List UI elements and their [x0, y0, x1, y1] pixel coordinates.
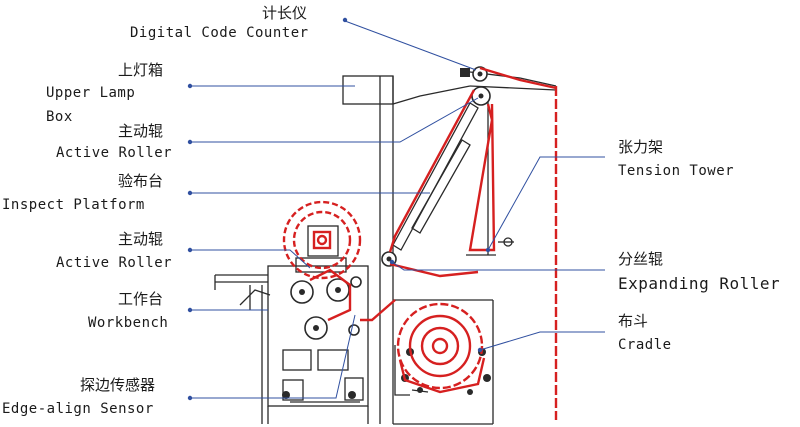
- inspect-platform-zh: 验布台: [118, 172, 164, 190]
- active-roller-bottom-en: Active Roller: [56, 255, 173, 271]
- edge-align-sensor-zh: 探边传感器: [80, 376, 156, 394]
- expanding-roller-zh: 分丝辊: [618, 250, 664, 268]
- active-roller-top-zh: 主动辊: [118, 122, 164, 140]
- machine-frame: [214, 71, 557, 425]
- workbench-en: Workbench: [88, 315, 169, 331]
- expanding-roller-en: Expanding Roller: [618, 274, 781, 293]
- edge-align-sensor-en: Edge-align Sensor: [2, 401, 154, 417]
- tension-tower-en: Tension Tower: [618, 163, 735, 179]
- active-roller-bottom-zh: 主动辊: [118, 230, 164, 248]
- active-roller-top-en: Active Roller: [56, 145, 173, 161]
- cradle-roll: [396, 302, 486, 394]
- cradle-zh: 布斗: [618, 312, 649, 330]
- upper-lamp-box-en-line1: Upper Lamp: [46, 85, 136, 101]
- inspect-platform-en: Inspect Platform: [2, 197, 145, 213]
- leader-lines: [187, 17, 605, 401]
- upper-lamp-box-zh: 上灯箱: [118, 61, 164, 79]
- workbench-zh: 工作台: [118, 290, 164, 308]
- supply-roll: [282, 200, 362, 280]
- digital-code-counter-en: Digital Code Counter: [130, 25, 309, 41]
- upper-lamp-box-shape: [342, 75, 394, 105]
- digital-code-counter-zh: 计长仪: [262, 4, 308, 22]
- cradle-en: Cradle: [618, 337, 672, 353]
- upper-lamp-box-en-line2: Box: [46, 109, 73, 125]
- tension-tower-zh: 张力架: [618, 138, 664, 156]
- fabric-path: [309, 66, 558, 420]
- inspect-platform-shape: [392, 102, 479, 251]
